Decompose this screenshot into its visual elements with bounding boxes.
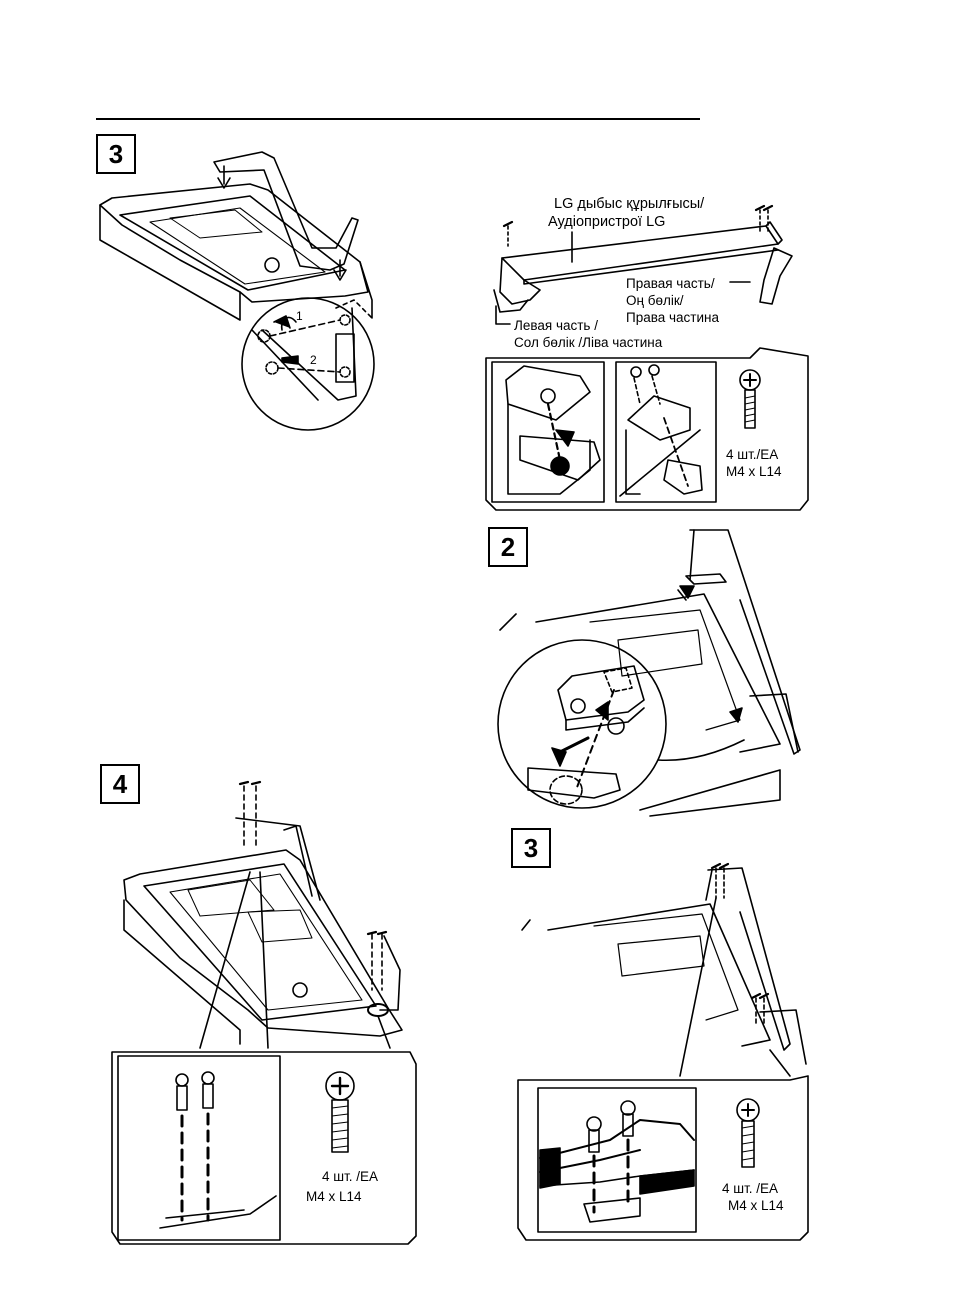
arrow-label-2: 2 bbox=[310, 352, 317, 369]
screw-size-top: M4 x L14 bbox=[726, 463, 782, 480]
screw-icon bbox=[740, 370, 760, 428]
screw-icon bbox=[326, 1072, 354, 1152]
left-part-label-line2: Сол бөлік /Ліва частина bbox=[514, 334, 662, 351]
screw-qty-right: 4 шт. /EA bbox=[722, 1180, 778, 1197]
right-part-label-line2: Оң бөлік/ bbox=[626, 292, 683, 309]
speaker-label-line2: Аудіопристрої LG bbox=[548, 214, 665, 231]
screw-icon bbox=[737, 1099, 759, 1167]
screw-icon bbox=[176, 1072, 214, 1110]
right-part-label-line1: Правая часть/ bbox=[626, 275, 715, 292]
screw-size-left: M4 x L14 bbox=[306, 1188, 362, 1205]
left-part-label-line1: Левая часть / bbox=[514, 317, 598, 334]
speaker-label-line1: LG дыбыс құрылғысы/ bbox=[554, 196, 704, 213]
right-part-label-line3: Права частина bbox=[626, 309, 719, 326]
arrow-label-1: 1 bbox=[296, 308, 303, 325]
screw-qty-top: 4 шт./EA bbox=[726, 446, 778, 463]
step3-tv-illustration bbox=[100, 152, 374, 430]
screw-qty-left: 4 шт. /EA bbox=[322, 1168, 378, 1185]
screw-size-right: M4 x L14 bbox=[728, 1197, 784, 1214]
step2-illustration bbox=[498, 530, 800, 816]
